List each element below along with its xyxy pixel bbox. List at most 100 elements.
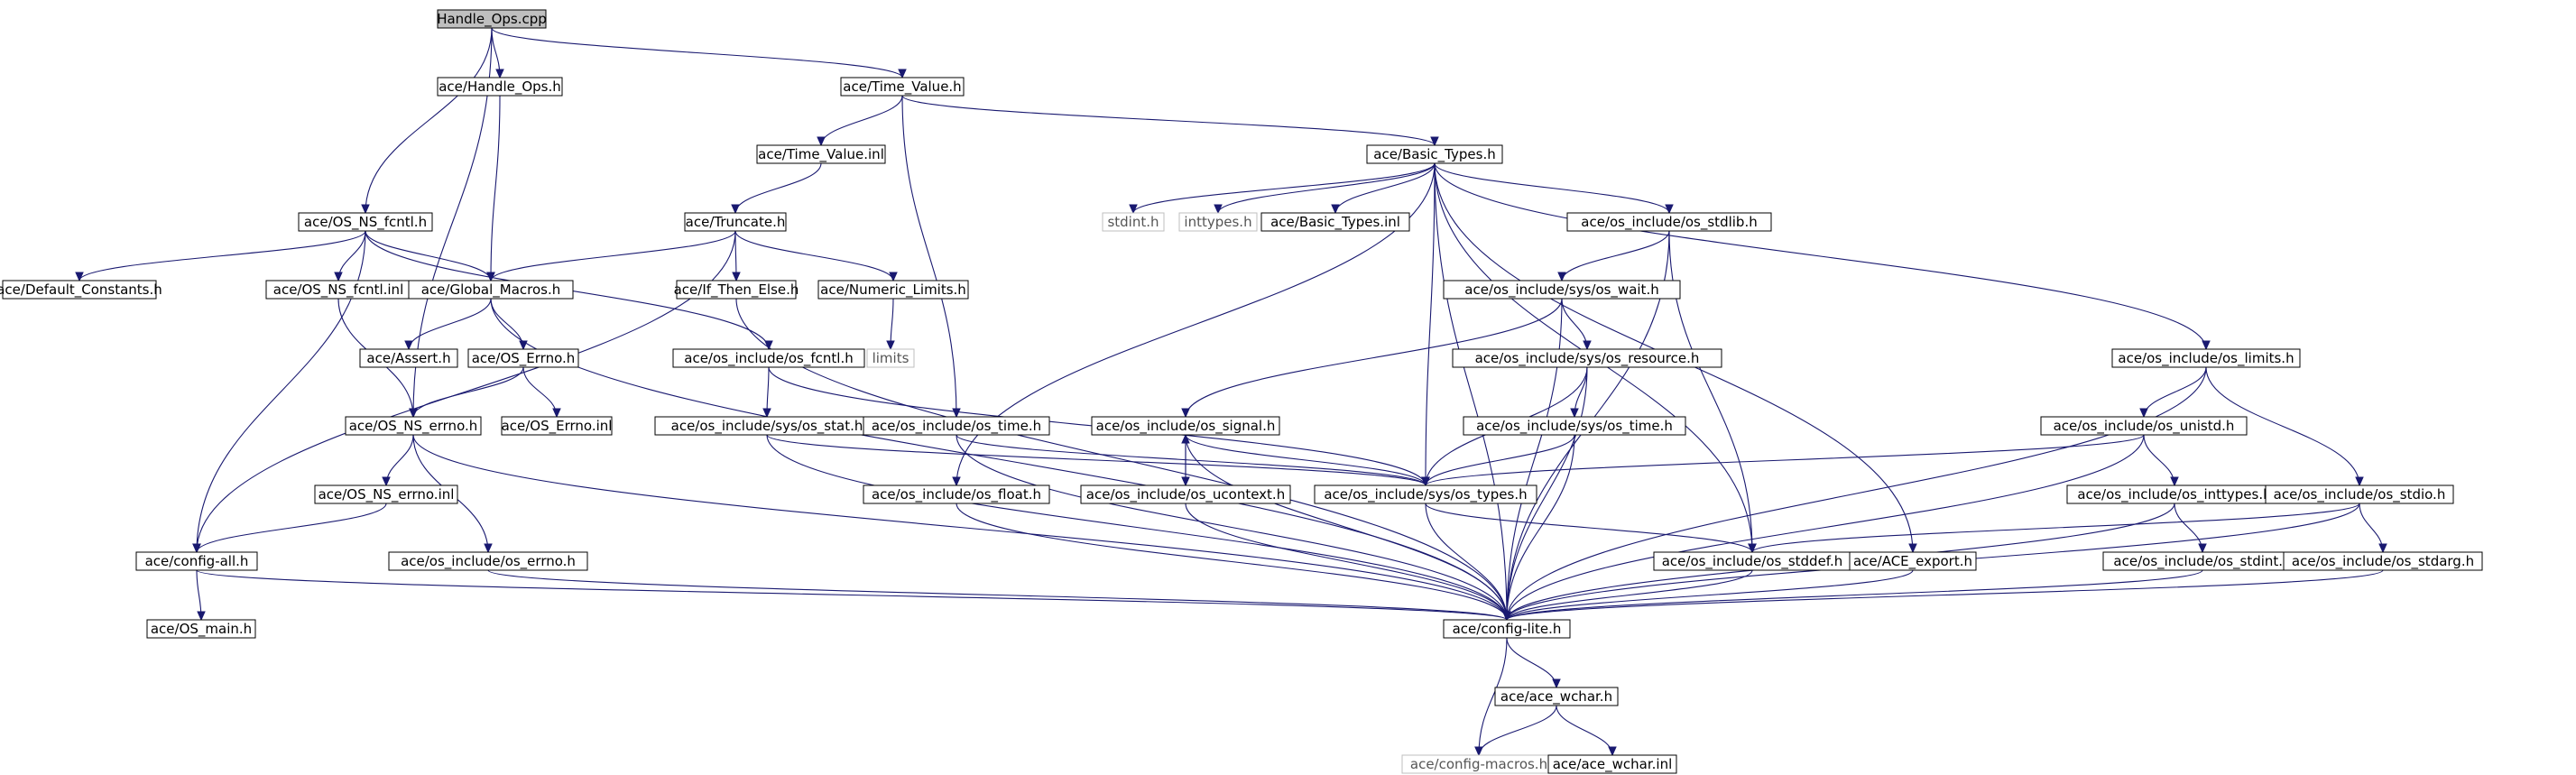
node-os-stat-h[interactable]: ace/os_include/sys/os_stat.h: [654, 416, 880, 436]
edge-n_os_limits_h-to-n_os_stdio_h: [2205, 366, 2360, 486]
node-os-resource-h[interactable]: ace/os_include/sys/os_resource.h: [1452, 348, 1722, 368]
node-os-stdlib-h[interactable]: ace/os_include/os_stdlib.h: [1566, 212, 1772, 232]
node-global-macros-h[interactable]: ace/Global_Macros.h: [408, 280, 574, 300]
arrowhead-n_os_stdarg_h-to-n_config_lite_h: [1502, 611, 1511, 622]
node-os-stdarg-h[interactable]: ace/os_include/os_stdarg.h: [2283, 551, 2483, 571]
node-truncate-h[interactable]: ace/Truncate.h: [684, 212, 787, 232]
edge-n_basic_types_h-to-n_os_limits_h: [1434, 162, 2207, 350]
edge-n_basic_types_h-to-n_basic_types_inl: [1334, 162, 1436, 214]
edge-n_os_limits_h-to-n_os_unistd_h: [2143, 366, 2207, 418]
node-label: ace/os_include/sys/os_types.h: [1324, 486, 1527, 503]
edge-n_os_wait_h-to-n_os_signal_h: [1185, 298, 1563, 418]
arrowhead-n_global_macros_h-to-n_assert_h: [404, 340, 413, 351]
node-os-main-h[interactable]: ace/OS_main.h: [146, 619, 256, 639]
node-box: [2265, 484, 2454, 504]
node-os-ns-fcntl-inl[interactable]: ace/OS_NS_fcntl.inl: [265, 280, 411, 300]
arrowhead-n_os_unistd_h-to-n_os_types_h: [1421, 476, 1430, 487]
edge-n_if_then_else_h-to-n_config_lite_h: [735, 298, 1508, 621]
node-os-stdint-h[interactable]: ace/os_include/os_stdint.h: [2102, 551, 2303, 571]
edge-n_basic_types_h-to-n_stdint_h: [1132, 162, 1436, 214]
node-time-value-h[interactable]: ace/Time_Value.h: [840, 77, 965, 97]
node-handle-ops-h[interactable]: ace/Handle_Ops.h: [437, 77, 563, 97]
node-box: [866, 348, 915, 368]
edge-n_os_signal_h-to-n_config_lite_h: [1185, 434, 1508, 621]
node-box: [1443, 280, 1681, 300]
node-label: ace/os_include/os_stdlib.h: [1581, 214, 1757, 231]
arrowhead-n_ace_wchar_h-to-n_ace_wchar_inl: [1608, 746, 1617, 757]
edge-n_truncate_h-to-n_numeric_limits_h: [734, 230, 894, 281]
node-os-errno-h[interactable]: ace/os_include/os_errno.h: [388, 551, 588, 571]
edge-n_os_ns_errno_h-to-n_config_lite_h: [412, 434, 1508, 621]
node-label: ace/os_include/os_stddef.h: [1662, 553, 1843, 570]
node-os-ns-errno-inl[interactable]: ace/OS_NS_errno.inl: [314, 484, 458, 504]
node-os-stdio-h[interactable]: ace/os_include/os_stdio.h: [2265, 484, 2454, 504]
node-default-constants-h[interactable]: ace/Default_Constants.h: [0, 280, 162, 300]
node-os-unistd-h[interactable]: ace/os_include/os_unistd.h: [2040, 416, 2248, 436]
node-label: inttypes.h: [1184, 214, 1251, 230]
arrowhead-n_numeric_limits_h-to-n_limits: [886, 340, 895, 351]
edge-n_os_stdarg_h-to-n_config_lite_h: [1506, 569, 2384, 621]
edge-n_os_errno_h-to-n_config_lite_h: [487, 569, 1508, 621]
arrowhead-n_root-to-n_os_ns_fcntl_h: [361, 204, 370, 215]
node-inttypes-h[interactable]: inttypes.h: [1178, 212, 1258, 232]
node-assert-h[interactable]: ace/Assert.h: [359, 348, 458, 368]
node-if-then-else-h[interactable]: ace/If_Then_Else.h: [674, 280, 799, 300]
node-root[interactable]: Handle_Ops.cpp: [437, 9, 547, 29]
edge-n_config_lite_h-to-n_config_macros_h: [1478, 637, 1508, 756]
node-os-ucontext-h[interactable]: ace/os_include/os_ucontext.h: [1080, 484, 1291, 504]
node-os-ns-fcntl-h[interactable]: ace/OS_NS_fcntl.h: [298, 212, 433, 232]
edge-n_os_types_h-to-n_config_lite_h: [1425, 503, 1508, 621]
node-ace-wchar-h[interactable]: ace/ace_wchar.h: [1494, 687, 1619, 706]
node-os-ns-errno-h[interactable]: ace/OS_NS_errno.h: [345, 416, 482, 436]
node-config-macros-h[interactable]: ace/config-macros.h: [1401, 754, 1556, 774]
node-limits[interactable]: limits: [866, 348, 915, 368]
node-box: [2, 280, 157, 300]
arrowhead-n_basic_types_h-to-n_inttypes_h: [1214, 204, 1223, 215]
edge-n_time_value_h-to-n_time_value_inl: [820, 95, 903, 146]
node-numeric-limits-h[interactable]: ace/Numeric_Limits.h: [817, 280, 969, 300]
arrowhead-n_basic_types_h-to-n_os_stdlib_h: [1665, 204, 1674, 215]
edge-n_ace_wchar_h-to-n_config_macros_h: [1478, 705, 1557, 756]
node-box: [817, 280, 969, 300]
node-os-float-h[interactable]: ace/os_include/os_float.h: [863, 484, 1050, 504]
arrowhead-n_os_wait_h-to-n_os_signal_h: [1181, 408, 1190, 419]
node-stdint-h[interactable]: stdint.h: [1102, 212, 1165, 232]
edge-n_os_ns_fcntl_h-to-n_default_constants_h: [78, 230, 366, 281]
node-box: [388, 551, 588, 571]
node-os-types-h[interactable]: ace/os_include/sys/os_types.h: [1314, 484, 1537, 504]
node-config-lite-h[interactable]: ace/config-lite.h: [1443, 619, 1571, 639]
node-os-errno-inl[interactable]: ace/OS_Errno.inl: [501, 416, 613, 436]
edge-n_config_lite_h-to-n_ace_wchar_h: [1506, 637, 1557, 688]
edge-n_os_unistd_h-to-n_os_inttypes_h: [2143, 434, 2175, 486]
node-os-stddef-h[interactable]: ace/os_include/os_stddef.h: [1653, 551, 1851, 571]
node-box: [298, 212, 433, 232]
edge-n_os_float_h-to-n_config_lite_h: [956, 503, 1508, 621]
node-box: [1452, 348, 1722, 368]
edge-n_os_ns_errno_inl-to-n_config_all_h: [196, 503, 387, 553]
edge-n_global_macros_h-to-n_assert_h: [408, 298, 492, 350]
node-os-limits-h[interactable]: ace/os_include/os_limits.h: [2111, 348, 2301, 368]
node-label: ace/os_include/sys/os_stat.h: [671, 418, 863, 435]
arrowhead-n_os_inttypes_h-to-n_os_stdint_h: [2198, 543, 2207, 554]
node-config-all-h[interactable]: ace/config-all.h: [135, 551, 258, 571]
node-label: ace/os_include/os_errno.h: [401, 553, 576, 570]
node-label: ace/Time_Value.inl: [758, 146, 884, 163]
arrowhead-n_os_ns_errno_h-to-n_os_errno_h: [484, 543, 493, 554]
node-os-wait-h[interactable]: ace/os_include/sys/os_wait.h: [1443, 280, 1681, 300]
node-time-value-inl[interactable]: ace/Time_Value.inl: [756, 144, 886, 164]
edge-n_global_macros_h-to-n_config_lite_h: [490, 298, 1508, 621]
node-box: [408, 280, 574, 300]
node-sys-os-time-h[interactable]: ace/os_include/sys/os_time.h: [1463, 416, 1686, 436]
node-os-time-h[interactable]: ace/os_include/os_time.h: [863, 416, 1050, 436]
node-ace-wchar-inl[interactable]: ace/ace_wchar.inl: [1547, 754, 1677, 774]
node-os-fcntl-h[interactable]: ace/os_include/os_fcntl.h: [672, 348, 865, 368]
node-os-inttypes-h[interactable]: ace/os_include/os_inttypes.h: [2066, 484, 2283, 504]
node-basic-types-h[interactable]: ace/Basic_Types.h: [1366, 144, 1503, 164]
node-label: ace/config-lite.h: [1453, 621, 1562, 637]
node-ace-export-h[interactable]: ace/ACE_export.h: [1849, 551, 1977, 571]
dependency-edges: [75, 27, 2387, 757]
arrowhead-n_os_stdio_h-to-n_os_stddef_h: [1748, 543, 1757, 554]
node-basic-types-inl[interactable]: ace/Basic_Types.inl: [1260, 212, 1410, 232]
node-os-signal-h[interactable]: ace/os_include/os_signal.h: [1091, 416, 1280, 436]
node-os-errno-class-h[interactable]: ace/OS_Errno.h: [467, 348, 579, 368]
